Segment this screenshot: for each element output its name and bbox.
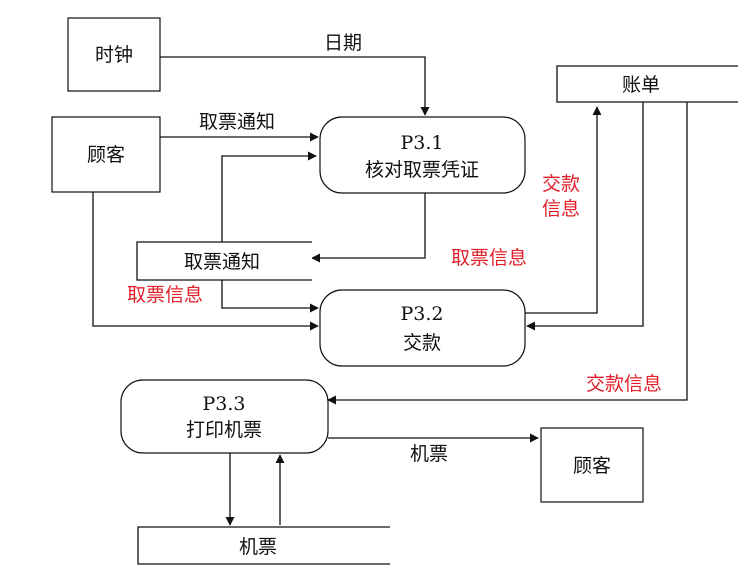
store-pickup-notice-label: 取票通知 <box>184 251 260 273</box>
flow-pickup-info-label-a: 取票信息 <box>451 247 527 269</box>
flow-date-line <box>160 56 430 116</box>
flow-payment-info-line2: 信息 <box>542 198 580 220</box>
entity-customer-left: 顾客 <box>51 116 161 193</box>
process-p33-id: P3.3 <box>202 393 245 415</box>
entity-customer-right-label: 顾客 <box>573 455 611 477</box>
store-bill-label: 账单 <box>622 74 660 96</box>
entity-clock: 时钟 <box>67 17 161 92</box>
entity-customer-right: 顾客 <box>540 427 644 503</box>
process-p33-name: 打印机票 <box>186 419 262 441</box>
flow-payment-info-label: 交款信息 <box>586 373 662 395</box>
flow-bill-to-p33-line <box>327 102 688 405</box>
process-p32: P3.2 交款 <box>319 289 526 367</box>
process-p31-id: P3.1 <box>400 132 443 154</box>
flow-customer-to-p32-line <box>92 192 319 331</box>
flow-p32-to-bill-line <box>525 106 602 314</box>
flow-pickup-notice-label: 取票通知 <box>199 111 275 133</box>
process-p31-name: 核对取票凭证 <box>365 159 479 181</box>
flow-payment-info-line1: 交款 <box>542 173 580 195</box>
flow-bill-to-p32-line <box>526 102 644 331</box>
store-ticket-label: 机票 <box>239 536 277 558</box>
entity-clock-label: 时钟 <box>95 44 133 66</box>
process-p31: P3.1 核对取票凭证 <box>319 116 526 194</box>
flow-pickup-info-label-b: 取票信息 <box>127 284 203 306</box>
process-p32-id: P3.2 <box>400 303 443 325</box>
store-bill: 账单 <box>556 65 738 103</box>
flow-notice-to-p31-line <box>221 151 317 242</box>
store-ticket: 机票 <box>137 526 390 565</box>
flow-ticket-label: 机票 <box>410 443 448 465</box>
flow-date-label: 日期 <box>324 32 362 54</box>
process-p32-name: 交款 <box>403 332 441 354</box>
flow-p31-to-notice-line <box>311 193 426 263</box>
entity-customer-left-label: 顾客 <box>87 144 125 166</box>
flow-notice-to-p32-line <box>221 280 319 313</box>
process-p33: P3.3 打印机票 <box>120 379 329 454</box>
store-pickup-notice: 取票通知 <box>136 241 312 281</box>
